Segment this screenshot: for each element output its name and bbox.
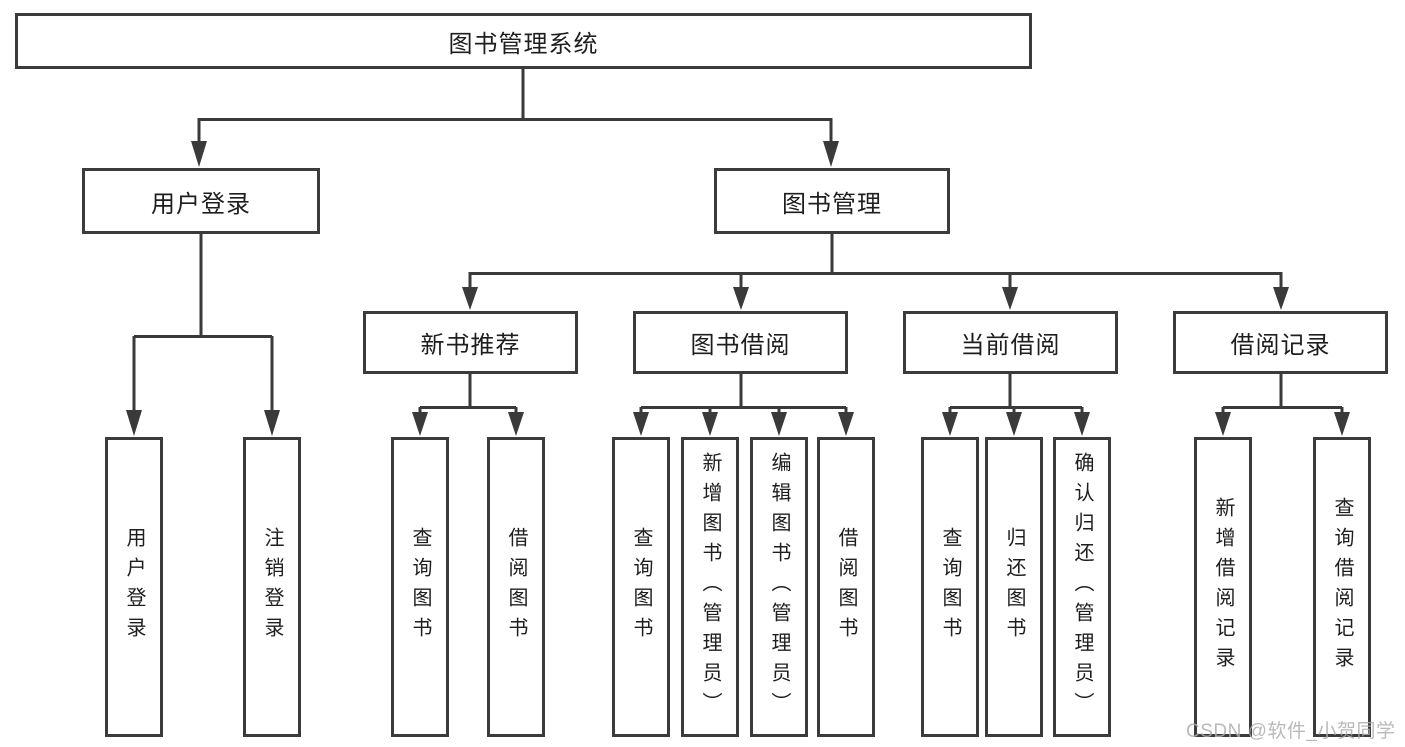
leaf-borrow-books: 借阅图书 bbox=[817, 437, 875, 737]
leaf-query-borrow-record: 查询借阅记录 bbox=[1313, 437, 1371, 737]
leaf-edit-books-admin: 编辑图书（管理员） bbox=[750, 437, 808, 737]
leaf-return-books: 归还图书 bbox=[985, 437, 1043, 737]
leaf-add-books-admin: 新增图书（管理员） bbox=[681, 437, 739, 737]
leaf-confirm-return-admin: 确认归还（管理员） bbox=[1053, 437, 1111, 737]
leaf-add-borrow-record: 新增借阅记录 bbox=[1194, 437, 1252, 737]
node-borrowing-records: 借阅记录 bbox=[1173, 311, 1388, 374]
node-book-borrowing: 图书借阅 bbox=[633, 311, 848, 374]
leaf-user-login: 用户登录 bbox=[105, 437, 163, 737]
node-root-system: 图书管理系统 bbox=[15, 13, 1032, 69]
leaf-logout: 注销登录 bbox=[243, 437, 301, 737]
node-user-login: 用户登录 bbox=[82, 168, 320, 234]
node-current-borrowing: 当前借阅 bbox=[903, 311, 1118, 374]
leaf-query-books-borrow: 查询图书 bbox=[612, 437, 670, 737]
leaf-query-books-recommend: 查询图书 bbox=[391, 437, 449, 737]
csdn-watermark: CSDN @软件_小贺同学 bbox=[1186, 721, 1396, 742]
node-book-management: 图书管理 bbox=[714, 168, 950, 234]
node-new-book-recommend: 新书推荐 bbox=[363, 311, 578, 374]
leaf-borrow-books-recommend: 借阅图书 bbox=[487, 437, 545, 737]
leaf-query-books-current: 查询图书 bbox=[921, 437, 979, 737]
